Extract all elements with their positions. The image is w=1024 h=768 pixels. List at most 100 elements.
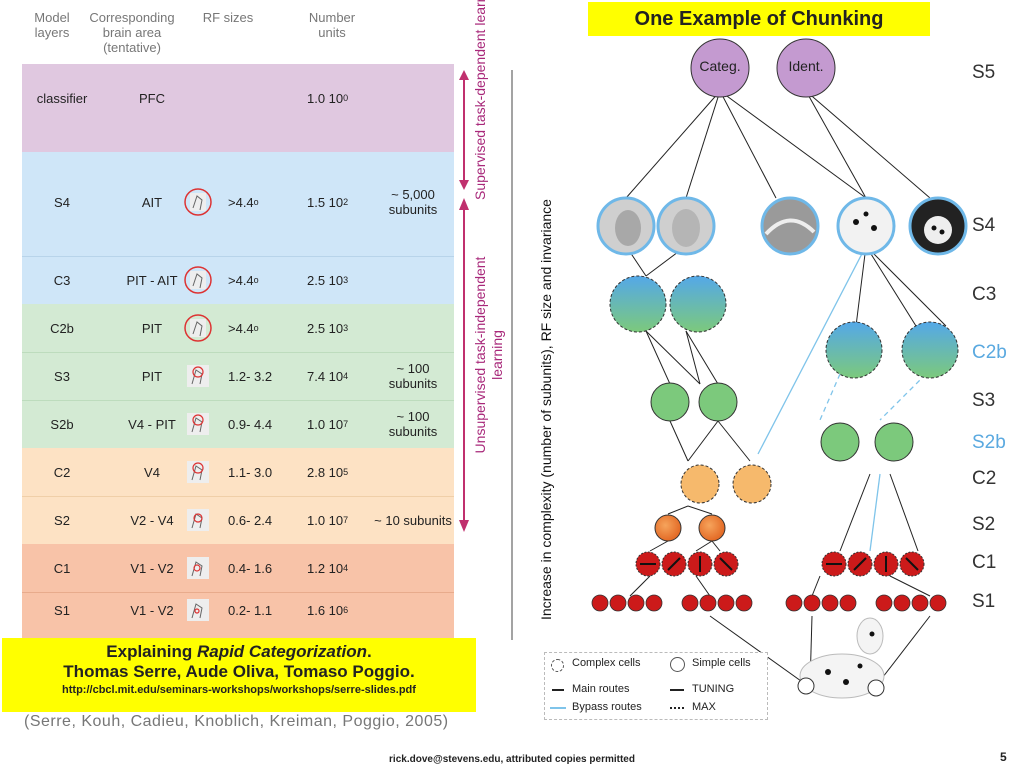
dog-icon [908,196,968,256]
brain-area: PFC [139,90,165,106]
slide-title: One Example of Chunking [588,2,930,36]
layer-name: S1 [54,602,70,618]
simple-cell-icon [670,657,685,672]
rf-thumbnail-icon [184,362,212,390]
band-classifier [22,64,454,152]
level-label: S2 [972,514,996,535]
header-model-layers: Model layers [34,10,70,40]
hierarchy-diagram [591,38,968,699]
band-pit [22,304,454,448]
s1-units [591,594,947,612]
brain-area: V4 - PIT [128,416,176,432]
c1-orientation-bars [640,556,919,572]
level-label: C2b [972,342,1007,363]
band-it [22,152,454,304]
max-swatch [670,707,684,709]
legend-simple: Simple cells [692,657,751,669]
legend-complex: Complex cells [572,657,641,669]
rf-thumbnail-icon [184,410,212,438]
brain-area: V1 - V2 [130,602,174,618]
complex-cell-icon [551,659,564,672]
c1-units [635,551,925,577]
citation-authors: Thomas Serre, Aude Oliva, Tomaso Poggio. [63,662,415,681]
main-routes [625,90,947,687]
rf-size: 1.2- 3.2 [228,368,273,384]
subunits: ~ 100 subunits [388,361,438,391]
brain-area: V4 [144,464,160,480]
row-divider [22,496,454,497]
car-icon [760,196,820,256]
rf-size: 0.4- 1.6 [228,560,273,576]
rf-thumbnail-icon [184,458,212,486]
legend-tuning: TUNING [692,683,735,695]
layer-name: C1 [53,560,71,576]
legend-bypass: Bypass routes [572,701,642,713]
citation-box: Explaining Rapid Categorization. Thomas … [2,638,476,712]
tuning-swatch [670,689,684,691]
layer-name: C3 [53,272,71,288]
brain-area: PIT [141,368,163,384]
bypass-route-swatch [550,707,566,709]
footer: rick.dove@stevens.edu, attributed copies… [389,754,635,765]
citation-url[interactable]: http://cbcl.mit.edu/seminars-workshops/w… [62,684,416,696]
page-number: 5 [1000,750,1007,764]
header-brain-area: Corresponding brain area (tentative) [89,10,175,55]
rf-thumbnail-icon [184,554,212,582]
header-rf-sizes: RF sizes [202,10,254,25]
face-icon [596,196,656,256]
layer-name: C2 [53,464,71,480]
ident-label: Ident. [788,58,824,74]
categ-node [690,38,750,98]
level-label: S1 [972,591,996,612]
rf-thumbnail-icon [184,596,212,624]
rf-size: 0.9- 4.4 [228,416,273,432]
citation-title: Explaining Rapid Categorization. [106,642,372,661]
row-divider [22,256,454,257]
level-label: S2b [972,432,1006,453]
level-label: S3 [972,390,996,411]
subunits: ~ 10 subunits [374,512,452,528]
rf-thumbnail-icon [184,188,212,216]
subunits: ~ 5,000 subunits [388,187,438,217]
row-divider [22,352,454,353]
categ-label: Categ. [699,58,741,74]
brain-area: V1 - V2 [130,560,174,576]
rf-size: 0.2- 1.1 [228,602,273,618]
supervised-label: Supervised task-dependent learning [472,0,488,200]
legend-main: Main routes [572,683,630,695]
reference: (Serre, Kouh, Cadieu, Knoblich, Kreiman,… [24,713,449,730]
rf-thumbnail-icon [184,314,212,342]
level-label: C2 [972,468,997,489]
unsupervised-label: Unsupervised task-independent learning [472,256,505,454]
dalmatian-icon [797,617,885,699]
layer-name: S4 [54,194,70,210]
legend-max: MAX [692,701,716,713]
row-divider [22,400,454,401]
brain-area: V2 - V4 [130,512,174,528]
brain-area: PIT - AIT [126,272,178,288]
rf-size: 1.1- 3.0 [228,464,273,480]
layer-name: C2b [50,320,74,336]
header-number-units: Number units [308,10,356,40]
level-label: C1 [972,552,997,573]
face-icon [656,196,716,256]
row-divider [22,592,454,593]
rf-thumbnail-icon [184,266,212,294]
